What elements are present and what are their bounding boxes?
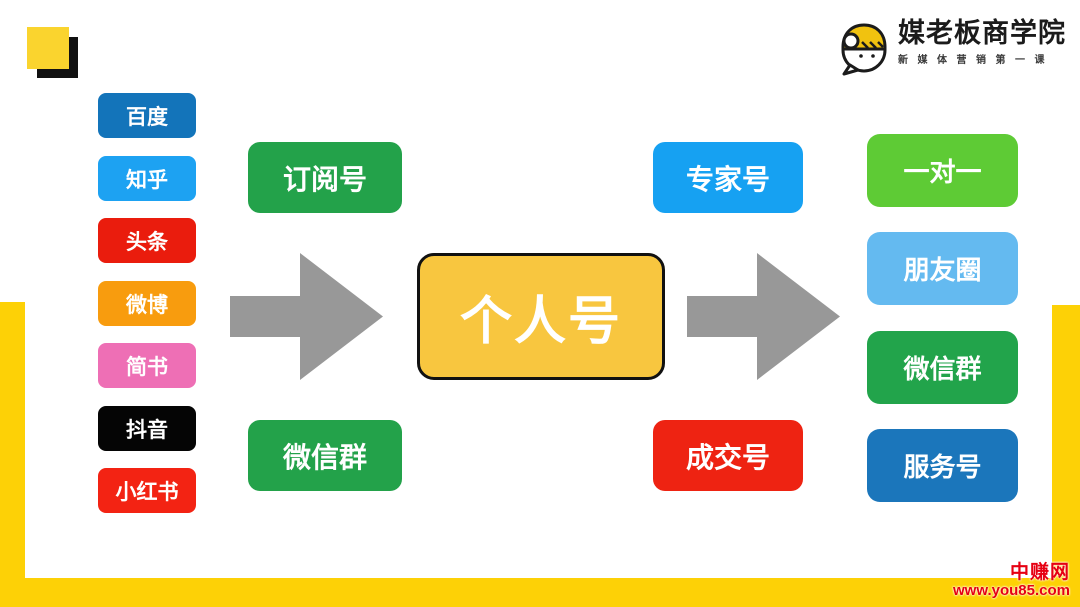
channel-label: 百度 — [126, 105, 168, 129]
channel-box-jianshu: 简书 — [98, 343, 196, 388]
personal-account-label: 个人号 — [459, 293, 622, 351]
brand-logo: 媒老板商学院 新媒体营销第一课 — [836, 18, 1066, 76]
channel-label: 抖音 — [126, 418, 168, 442]
channel-label: 简书 — [126, 355, 168, 379]
one-on-one-box: 一对一 — [867, 134, 1018, 207]
watermark-site-name: 中赚网 — [1009, 562, 1070, 584]
channel-box-xiaohongshu: 小红书 — [98, 468, 196, 513]
subscription-account-box: 订阅号 — [248, 142, 402, 213]
personal-account-box: 个人号 — [417, 253, 665, 380]
watermark-site-url: www.you85.com — [953, 582, 1070, 600]
frame-left-strip — [0, 302, 25, 607]
channel-box-toutiao: 头条 — [98, 218, 196, 263]
expert-account-box: 专家号 — [653, 142, 803, 213]
arrow-right-icon — [230, 253, 383, 380]
deal-account-label: 成交号 — [685, 441, 770, 473]
arrow-right-icon — [687, 253, 840, 380]
channel-box-zhihu: 知乎 — [98, 156, 196, 201]
channel-label: 知乎 — [126, 168, 168, 192]
service-account-box: 服务号 — [867, 429, 1018, 502]
frame-bottom-strip — [0, 578, 1080, 607]
subscription-account-label: 订阅号 — [282, 163, 367, 195]
frame-right-strip — [1052, 305, 1080, 607]
deal-account-box: 成交号 — [653, 420, 803, 491]
destination-label: 服务号 — [903, 452, 982, 482]
mascot-helmet-face-icon — [841, 23, 887, 76]
destination-label: 微信群 — [903, 354, 982, 384]
wechat-group-left-box: 微信群 — [248, 420, 402, 491]
destination-label: 朋友圈 — [903, 255, 982, 285]
channel-box-weibo: 微博 — [98, 281, 196, 326]
brand-text: 媒老板商学院 新媒体营销第一课 — [898, 18, 1066, 66]
channel-label: 小红书 — [115, 480, 179, 504]
channel-label: 头条 — [126, 230, 168, 254]
deco-square — [27, 27, 69, 69]
channel-box-baidu: 百度 — [98, 93, 196, 138]
moments-box: 朋友圈 — [867, 232, 1018, 305]
watermark: 中赚网 www.you85.com — [953, 563, 1070, 599]
brand-title: 媒老板商学院 — [898, 18, 1066, 48]
brand-subtitle: 新媒体营销第一课 — [898, 55, 1054, 66]
wechat-group-left-label: 微信群 — [282, 441, 367, 473]
expert-account-label: 专家号 — [685, 163, 770, 195]
channel-box-douyin: 抖音 — [98, 406, 196, 451]
channel-label: 微博 — [126, 293, 168, 317]
destination-label: 一对一 — [903, 157, 982, 187]
wechat-group-right-box: 微信群 — [867, 331, 1018, 404]
